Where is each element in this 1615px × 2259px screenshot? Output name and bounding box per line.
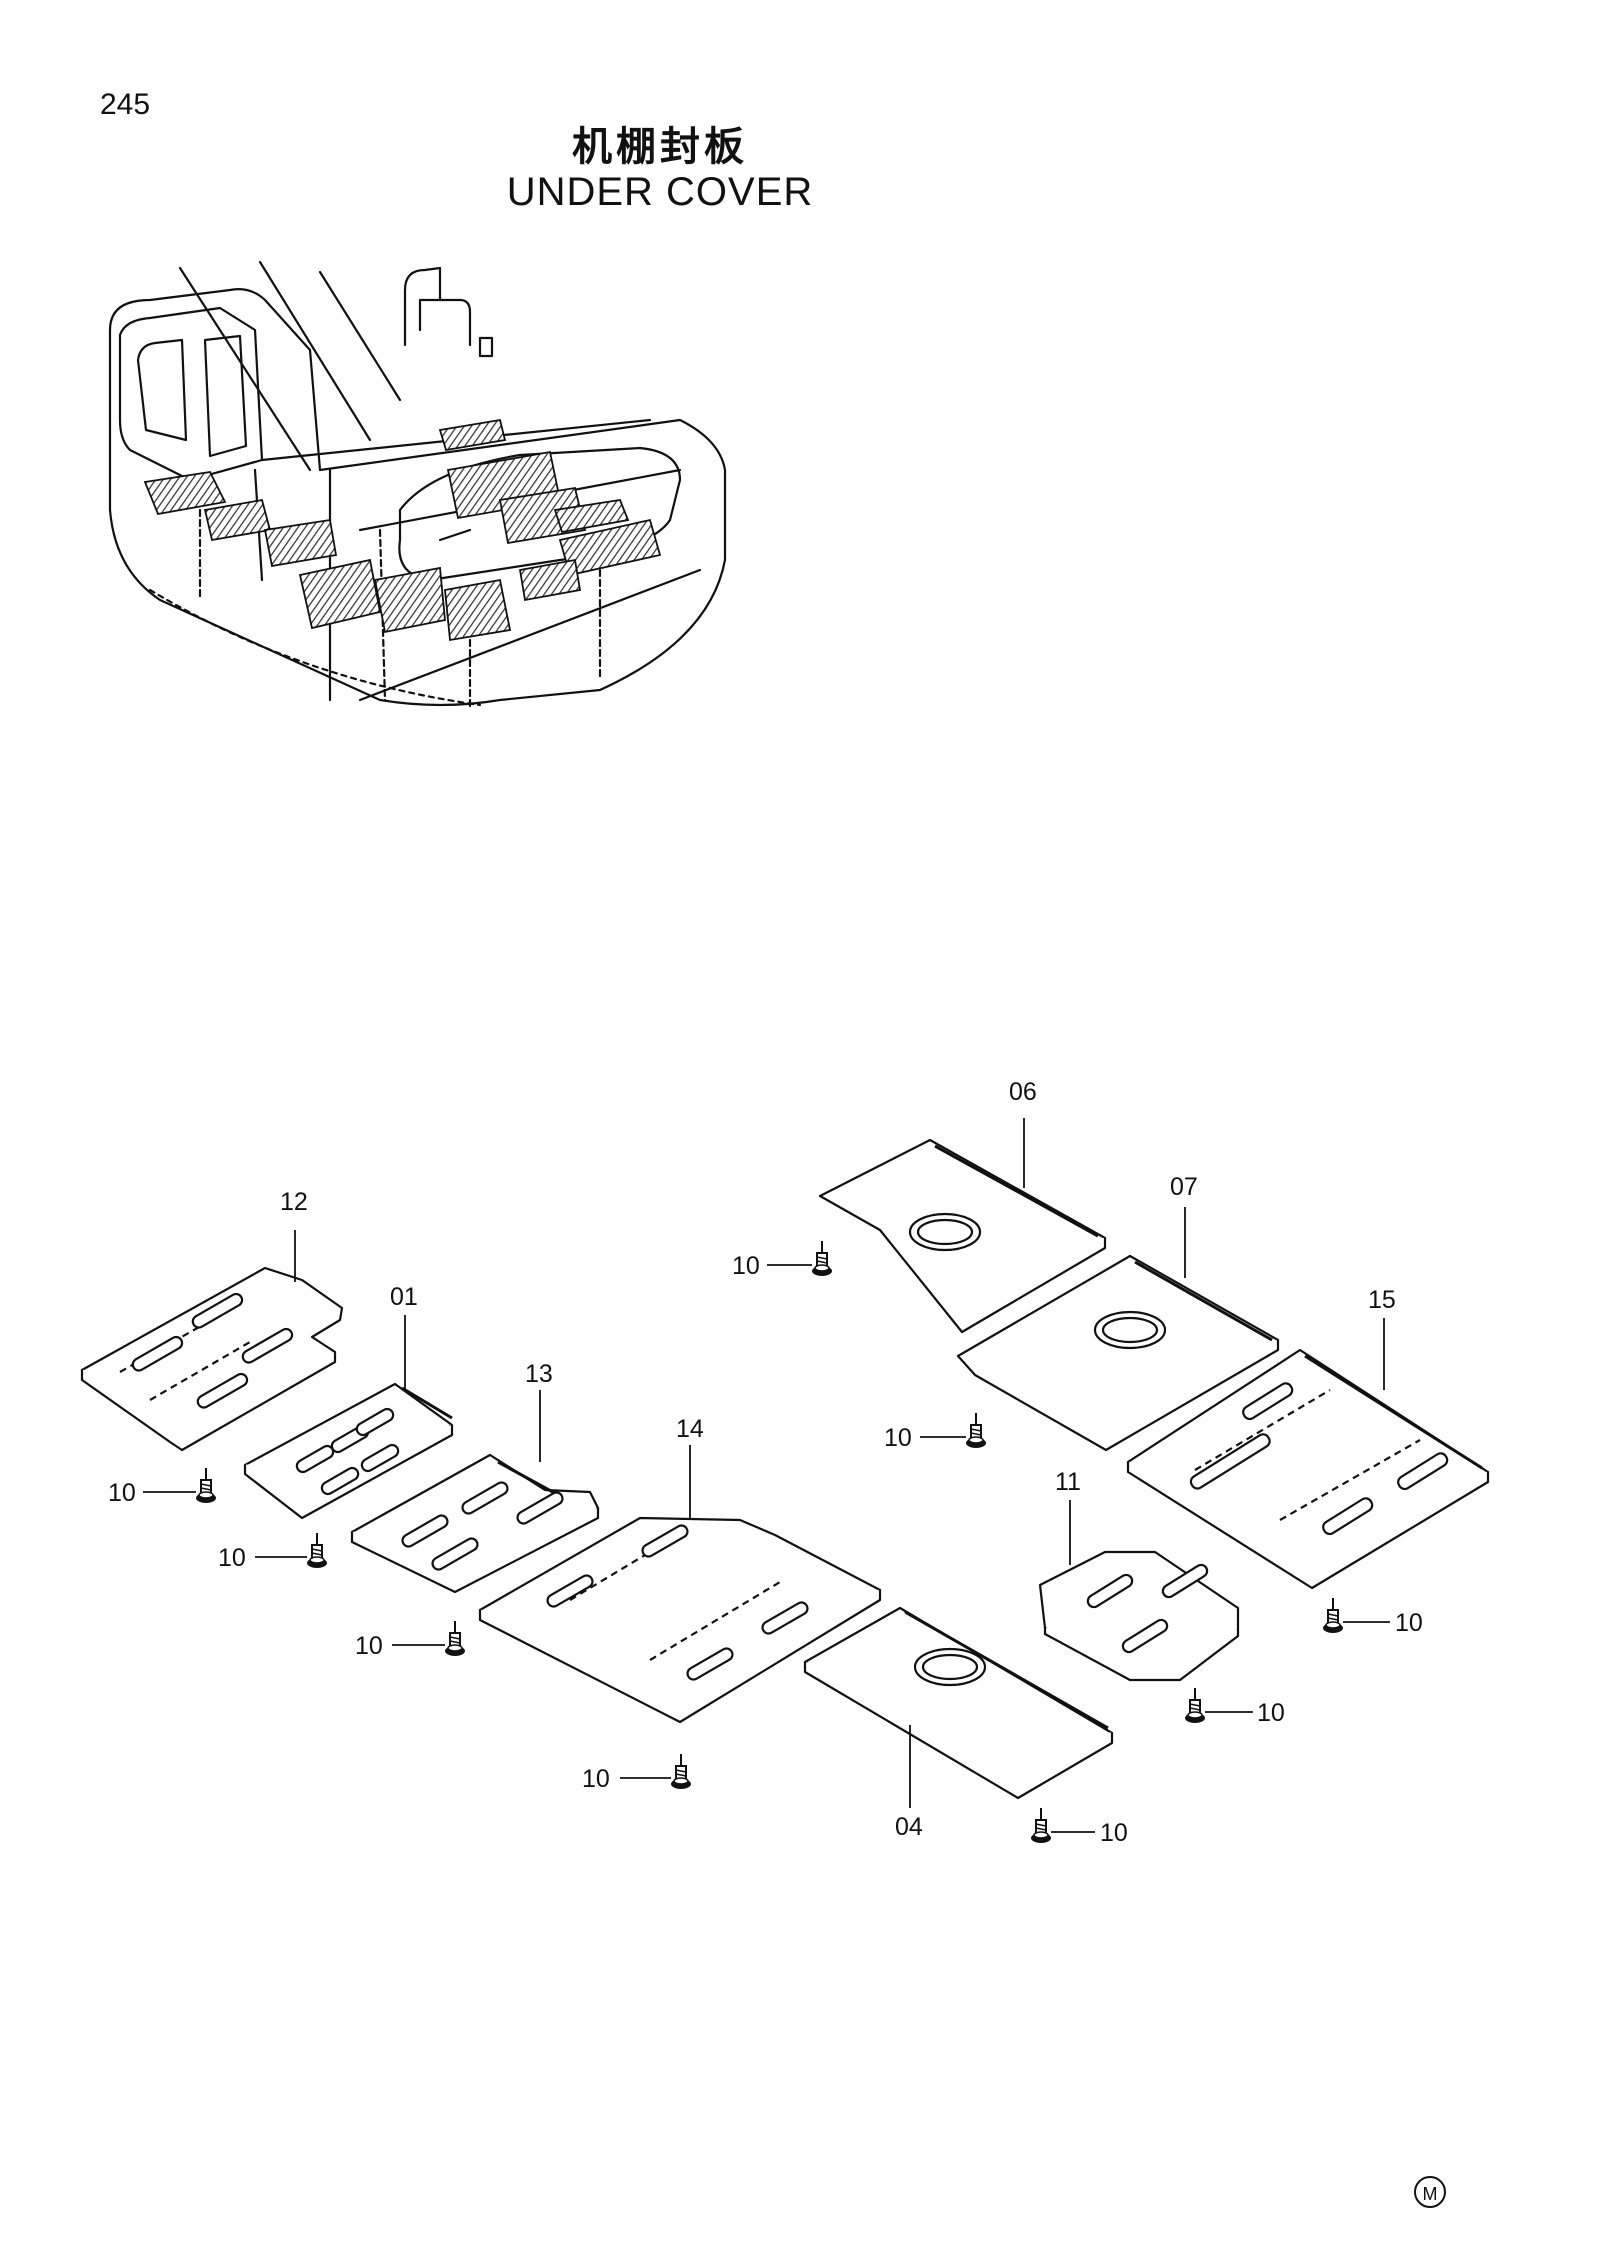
part-label-15: 15 bbox=[1368, 1286, 1396, 1314]
bolt-icon bbox=[670, 1753, 692, 1790]
bolt-label-10: 10 bbox=[582, 1765, 610, 1793]
parts-group bbox=[80, 1138, 1490, 1800]
part-13-plate bbox=[350, 1453, 600, 1594]
part-label-07: 07 bbox=[1170, 1173, 1198, 1201]
part-12-plate bbox=[80, 1266, 344, 1452]
part-label-14: 14 bbox=[676, 1415, 704, 1443]
bolt-label-10: 10 bbox=[218, 1544, 246, 1572]
page-number: 245 bbox=[100, 88, 151, 121]
bolt-label-10: 10 bbox=[108, 1479, 136, 1507]
bolt-labels: 10 10 10 10 10 10 10 10 10 bbox=[108, 1252, 1423, 1847]
bolt-icon bbox=[1030, 1807, 1052, 1844]
part-label-11: 11 bbox=[1055, 1468, 1081, 1496]
part-14-plate bbox=[478, 1516, 882, 1724]
bolt-icon bbox=[811, 1240, 833, 1277]
leader-lines bbox=[294, 1118, 1385, 1808]
bolt-label-10: 10 bbox=[1100, 1819, 1128, 1847]
bolt-icon bbox=[195, 1467, 217, 1504]
bolt-icon bbox=[1322, 1597, 1344, 1634]
bolt-label-10: 10 bbox=[1395, 1609, 1423, 1637]
part-label-01: 01 bbox=[390, 1283, 418, 1311]
title-english: UNDER COVER bbox=[506, 170, 814, 214]
part-label-04: 04 bbox=[895, 1813, 923, 1841]
bolt-icon bbox=[444, 1620, 466, 1657]
part-labels: 12 01 13 14 06 07 15 11 04 bbox=[280, 1078, 1396, 1841]
bolt-label-10: 10 bbox=[1257, 1699, 1285, 1727]
part-07-plate bbox=[956, 1254, 1280, 1452]
part-label-06: 06 bbox=[1009, 1078, 1037, 1106]
machine-highlighted-covers bbox=[143, 418, 662, 642]
title-chinese: 机棚封板 bbox=[572, 124, 748, 170]
part-01-plate bbox=[243, 1382, 454, 1520]
bolt-label-10: 10 bbox=[884, 1424, 912, 1452]
bolt-icon bbox=[306, 1532, 328, 1569]
circled-m-mark: M bbox=[1414, 2176, 1446, 2208]
part-15-plate bbox=[1126, 1348, 1490, 1590]
bolt-icon bbox=[1184, 1687, 1206, 1724]
part-11-plate bbox=[1038, 1550, 1240, 1682]
bolt-label-10: 10 bbox=[732, 1252, 760, 1280]
part-label-13: 13 bbox=[525, 1360, 553, 1388]
part-04-plate bbox=[803, 1606, 1114, 1800]
bolt-label-10: 10 bbox=[355, 1632, 383, 1660]
bolt-leader-lines bbox=[143, 1264, 1390, 1833]
bolt-icon bbox=[965, 1412, 987, 1449]
part-06-plate bbox=[818, 1138, 1107, 1334]
part-label-12: 12 bbox=[280, 1188, 308, 1216]
